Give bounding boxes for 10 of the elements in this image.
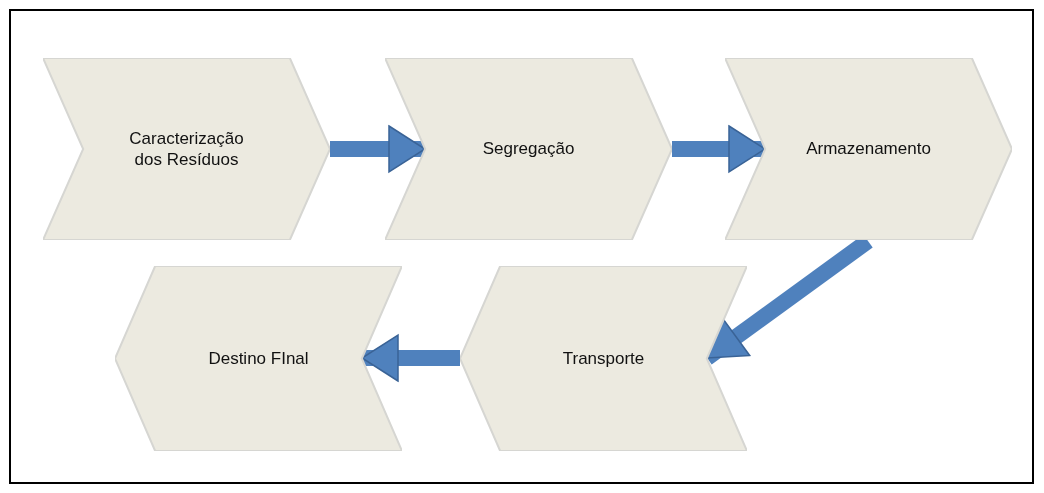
step-label: Caracterização dos Resíduos <box>128 127 245 171</box>
chevron-step <box>725 58 1012 240</box>
step-label: Transporte <box>562 347 645 370</box>
step-label: Segregação <box>482 138 575 160</box>
step-label: Destino FInal <box>208 347 309 370</box>
chevron-step <box>43 58 330 240</box>
chevron-step <box>115 266 402 451</box>
chevron-step <box>385 58 672 240</box>
chevron-step <box>460 266 747 451</box>
step-label: Armazenamento <box>806 138 931 160</box>
